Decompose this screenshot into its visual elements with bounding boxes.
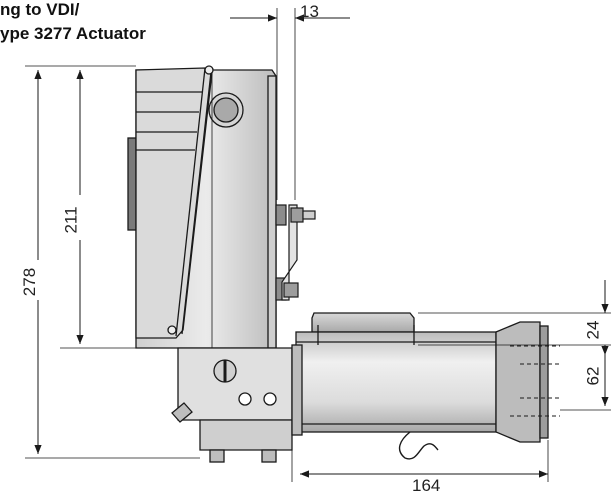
- dim-label-164: 164: [412, 476, 441, 495]
- dimension-lines: [25, 8, 611, 482]
- title-line-1: ng to VDI/: [0, 0, 80, 19]
- main-housing: [127, 65, 277, 349]
- dim-label-13: 13: [300, 2, 319, 21]
- title-line-2: ype 3277 Actuator: [0, 24, 146, 43]
- actuator-cylinder: [291, 312, 560, 460]
- adapter-block: [171, 347, 293, 463]
- dim-label-62: 62: [583, 366, 603, 386]
- dim-label-24: 24: [583, 320, 603, 340]
- mounting-bracket: [275, 204, 316, 301]
- dim-label-278: 278: [20, 267, 40, 297]
- dim-label-211: 211: [61, 206, 81, 234]
